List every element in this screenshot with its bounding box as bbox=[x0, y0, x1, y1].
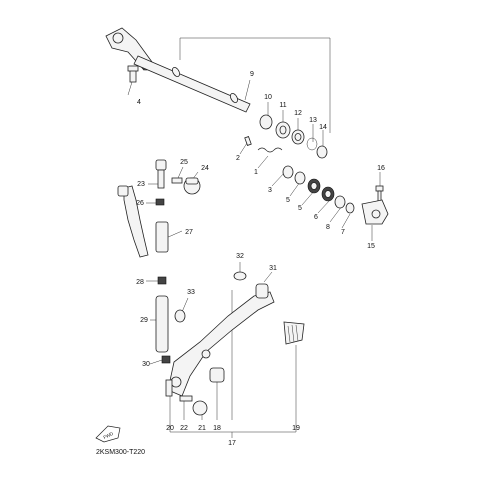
callout-7: 7 bbox=[341, 229, 345, 236]
callout-17: 17 bbox=[228, 440, 236, 447]
callout-21: 21 bbox=[198, 425, 206, 432]
callout-23: 23 bbox=[137, 181, 145, 188]
callout-14: 14 bbox=[319, 124, 327, 131]
callout-16: 16 bbox=[377, 165, 385, 172]
callout-8: 8 bbox=[326, 224, 330, 231]
callout-3: 3 bbox=[268, 187, 272, 194]
callout-19: 19 bbox=[292, 425, 300, 432]
front-arrow-icon: FWD bbox=[95, 425, 121, 443]
shift-rod-group bbox=[117, 159, 201, 364]
diagram-code: 2KSM300-T220 bbox=[96, 449, 145, 456]
callout-32: 32 bbox=[236, 253, 244, 260]
callout-26: 26 bbox=[136, 200, 144, 207]
callout-10: 10 bbox=[264, 94, 272, 101]
callout-9: 9 bbox=[250, 71, 254, 78]
callout-13: 13 bbox=[309, 117, 317, 124]
callout-12: 12 bbox=[294, 110, 302, 117]
callout-1: 1 bbox=[254, 169, 258, 176]
callout-24: 24 bbox=[201, 165, 209, 172]
callout-27: 27 bbox=[185, 229, 193, 236]
callout-30: 30 bbox=[142, 361, 150, 368]
callout-5a: 5 bbox=[286, 197, 290, 204]
callout-20: 20 bbox=[166, 425, 174, 432]
callout-2: 2 bbox=[236, 155, 240, 162]
callout-33: 33 bbox=[187, 289, 195, 296]
callout-6: 6 bbox=[314, 214, 318, 221]
callout-25: 25 bbox=[180, 159, 188, 166]
callout-18: 18 bbox=[213, 425, 221, 432]
callout-28: 28 bbox=[136, 279, 144, 286]
callout-22: 22 bbox=[180, 425, 188, 432]
callout-4: 4 bbox=[137, 99, 141, 106]
callout-labels: 4 9 10 11 12 13 14 2 1 3 5 5 6 8 7 16 15… bbox=[136, 71, 385, 447]
callout-11: 11 bbox=[279, 102, 286, 109]
front-marker-text: FWD bbox=[103, 431, 115, 440]
callout-29: 29 bbox=[140, 317, 148, 324]
callout-15: 15 bbox=[367, 243, 375, 250]
callout-31: 31 bbox=[269, 265, 277, 272]
shift-shaft bbox=[105, 27, 328, 159]
callout-5b: 5 bbox=[298, 205, 302, 212]
stopper-lever-group bbox=[244, 136, 389, 225]
shift-pedal-group bbox=[165, 271, 305, 416]
